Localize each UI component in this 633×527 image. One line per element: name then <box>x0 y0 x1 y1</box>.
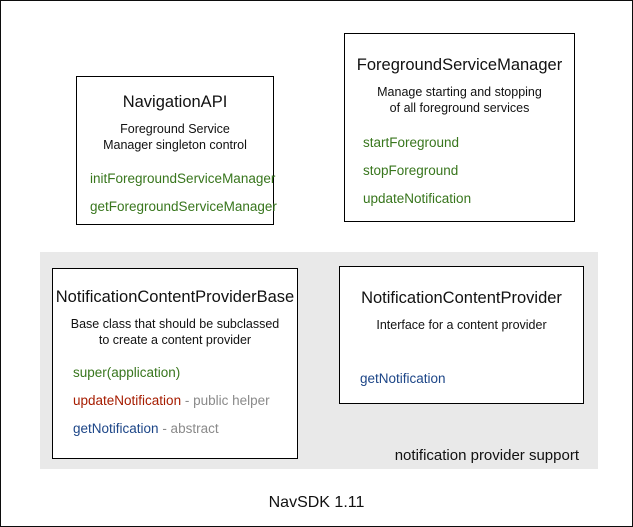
method-name: initForegroundServiceManager <box>90 171 276 186</box>
class-description: Manage starting and stopping of all fore… <box>345 85 574 116</box>
method-name: super(application) <box>73 365 181 380</box>
description-line: to create a content provider <box>98 332 252 347</box>
method-name: updateNotification <box>73 393 182 408</box>
description-line: Base class that should be subclassed <box>70 317 280 331</box>
description-line: Manage starting and stopping <box>377 85 542 99</box>
method-name: updateNotification <box>363 191 472 206</box>
method-annotation: - public helper <box>181 393 270 408</box>
class-title: ForegroundServiceManager <box>356 56 563 74</box>
class-description: Foreground Service Manager singleton con… <box>77 122 273 153</box>
class-description: Interface for a content provider <box>340 318 583 334</box>
method-row: initForegroundServiceManager <box>90 170 276 187</box>
class-title: NavigationAPI <box>122 93 228 111</box>
method-annotation: - abstract <box>158 421 219 436</box>
class-box-foreground-service-manager: ForegroundServiceManager Manage starting… <box>344 33 575 222</box>
method-name: stopForeground <box>363 163 459 178</box>
method-name: getNotification <box>360 370 446 386</box>
class-title: NotificationContentProviderBase <box>55 288 295 306</box>
class-description: Base class that should be subclassed to … <box>53 317 297 348</box>
description-line: Manager singleton control <box>103 137 247 152</box>
class-title: NotificationContentProvider <box>361 289 562 307</box>
description-line: of all foreground services <box>389 100 530 115</box>
method-list: startForeground stopForeground updateNot… <box>363 134 574 207</box>
method-row: updateNotification - public helper <box>73 392 297 409</box>
method-row: super(application) <box>73 364 297 381</box>
class-box-notification-content-provider-base: NotificationContentProviderBase Base cla… <box>52 268 298 459</box>
method-row: getForegroundServiceManager <box>90 198 277 215</box>
method-row: getNotification - abstract <box>73 420 297 437</box>
method-row: getNotification <box>360 370 583 387</box>
method-list: super(application) updateNotification - … <box>73 364 297 437</box>
method-row: stopForeground <box>363 162 574 179</box>
group-label: notification provider support <box>394 447 579 464</box>
method-row: updateNotification <box>363 190 574 207</box>
description-line: Foreground Service <box>120 122 230 136</box>
class-box-navigation-api: NavigationAPI Foreground Service Manager… <box>76 76 277 225</box>
method-row: startForeground <box>363 134 574 151</box>
method-name: getForegroundServiceManager <box>90 199 277 214</box>
diagram-caption: NavSDK 1.11 <box>268 494 365 511</box>
description-line: Interface for a content provider <box>376 318 547 332</box>
method-name: startForeground <box>363 135 460 150</box>
method-name: getNotification <box>73 421 159 436</box>
method-list: getNotification <box>360 370 583 387</box>
method-list: initForegroundServiceManager getForegrou… <box>90 170 277 215</box>
class-box-notification-content-provider: NotificationContentProvider Interface fo… <box>339 266 584 404</box>
